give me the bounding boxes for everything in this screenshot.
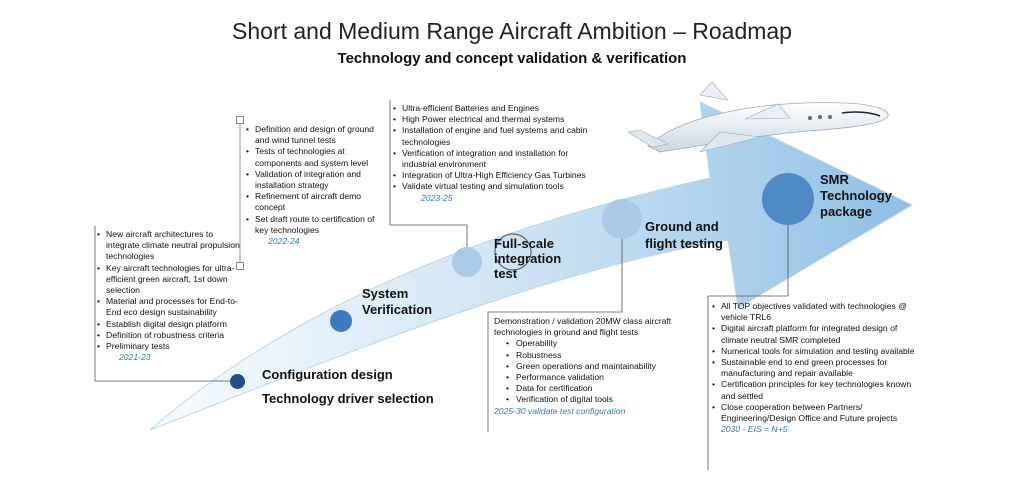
dot-system-verification bbox=[330, 310, 352, 332]
period-smr: 2030 - EIS = N+5 bbox=[721, 424, 788, 435]
label-smr: SMR Technology package bbox=[820, 172, 892, 219]
list-item: Robustness bbox=[494, 350, 699, 361]
label-configuration: Configuration design Technology driver s… bbox=[262, 363, 434, 411]
connector-smr bbox=[707, 220, 789, 470]
roadmap-arrow bbox=[149, 101, 914, 431]
dot-smr bbox=[762, 173, 814, 225]
list-item: Digital aircraft platform for integrated… bbox=[712, 323, 922, 345]
list-item: Key aircraft technologies for ultra-effi… bbox=[97, 263, 247, 297]
label-configuration-line2: Technology driver selection bbox=[262, 391, 434, 406]
list-item: New aircraft architectures to integrate … bbox=[97, 229, 247, 263]
box-smr: All TOP objectives validated with techno… bbox=[712, 301, 922, 435]
connector-configuration bbox=[94, 226, 237, 382]
list-item: Verification of integration and installa… bbox=[393, 148, 593, 170]
list-item: Close cooperation between Partners/ Engi… bbox=[712, 402, 922, 424]
box-full-scale: Ultra-efficient Batteries and Engines Hi… bbox=[393, 103, 593, 204]
list-item: Tests of technologies at components and … bbox=[246, 146, 386, 168]
period-configuration: 2021-23 bbox=[119, 352, 151, 363]
aircraft-illustration bbox=[627, 81, 889, 153]
list-item: Material and processes for End-to-End ec… bbox=[97, 296, 247, 318]
page-subtitle: Technology and concept validation & veri… bbox=[337, 50, 687, 67]
list-item: High Power electrical and thermal system… bbox=[393, 114, 593, 125]
list-item: Installation of engine and fuel systems … bbox=[393, 125, 593, 147]
label-system-verification: System Verification bbox=[362, 286, 433, 317]
list-smr: All TOP objectives validated with techno… bbox=[712, 301, 922, 424]
list-item: Ultra-efficient Batteries and Engines bbox=[393, 103, 593, 114]
selection-handle-top[interactable] bbox=[236, 116, 244, 124]
label-configuration-line1: Configuration design bbox=[262, 367, 393, 382]
list-ground-flight: Operability Robustness Green operations … bbox=[494, 338, 699, 405]
page-title: Short and Medium Range Aircraft Ambition… bbox=[232, 18, 792, 44]
list-item: Sustainable end to end green processes f… bbox=[712, 357, 922, 379]
list-full-scale: Ultra-efficient Batteries and Engines Hi… bbox=[393, 103, 593, 193]
list-item: All TOP objectives validated with techno… bbox=[712, 301, 922, 323]
list-item: Data for certification bbox=[494, 383, 699, 394]
list-item: Certification principles for key technol… bbox=[712, 379, 922, 401]
list-configuration: New aircraft architectures to integrate … bbox=[97, 229, 247, 352]
magnifier-ring bbox=[494, 233, 532, 271]
list-item: Definition of robustness criteria bbox=[97, 330, 247, 341]
connector-full-scale bbox=[389, 100, 468, 260]
box-configuration: New aircraft architectures to integrate … bbox=[97, 229, 247, 363]
list-item: Validate virtual testing and simulation … bbox=[393, 181, 593, 192]
list-item: Integration of Ultra-High Efficiency Gas… bbox=[393, 170, 593, 181]
list-item: Validation of integration and installati… bbox=[246, 169, 386, 191]
dot-ground-flight bbox=[602, 199, 642, 239]
list-item: Set draft route to certification of key … bbox=[246, 214, 386, 236]
list-item: Operability bbox=[494, 338, 699, 349]
period-full-scale: 2023-25 bbox=[421, 192, 453, 203]
box-system-verification: Definition and design of ground and wind… bbox=[246, 124, 386, 247]
box-ground-flight: Demonstration / validation 20MW class ai… bbox=[494, 316, 699, 417]
list-item: Verification of digital tools bbox=[494, 394, 699, 405]
list-item: Preliminary tests bbox=[97, 341, 247, 352]
list-system-verification: Definition and design of ground and wind… bbox=[246, 124, 386, 236]
label-full-scale: Full-scale integration test bbox=[494, 236, 562, 281]
list-item: Performance validation bbox=[494, 372, 699, 383]
list-item: Establish digital design platform bbox=[97, 319, 247, 330]
list-item: Numerical tools for simulation and testi… bbox=[712, 346, 922, 357]
list-item: Definition and design of ground and wind… bbox=[246, 124, 386, 146]
list-item: Refinement of aircraft demo concept bbox=[246, 191, 386, 213]
label-ground-flight: Ground and flight testing bbox=[645, 219, 723, 251]
connector-ground-flight bbox=[487, 222, 623, 432]
period-ground-flight: 2025-30 validate test configuration bbox=[494, 405, 626, 416]
dot-full-scale bbox=[452, 247, 482, 277]
dot-configuration bbox=[230, 374, 245, 389]
ground-flight-intro: Demonstration / validation 20MW class ai… bbox=[494, 316, 672, 338]
period-system-verification: 2022-24 bbox=[268, 236, 300, 247]
list-item: Green operations and maintainability bbox=[494, 361, 699, 372]
